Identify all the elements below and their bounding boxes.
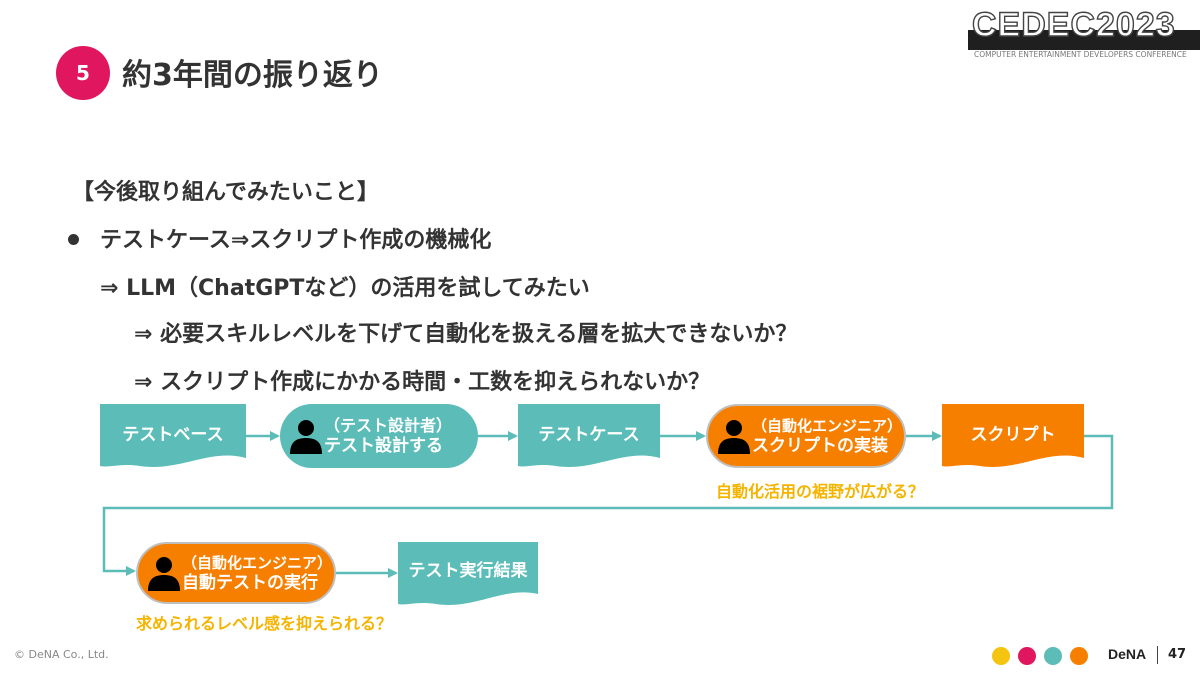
node-test-case: テストケース [518,420,660,445]
page-number: 47 [1168,647,1187,662]
engineer1-action: スクリプトの実装 [752,436,888,456]
node-engineer-implement: （自動化エンジニア） スクリプトの実装 [706,404,906,468]
person-icon [718,420,750,454]
person-icon [290,420,322,454]
designer-role: （テスト設計者） [324,416,453,435]
engineer2-action: 自動テストの実行 [182,573,318,593]
dena-logo: DeNA [1108,646,1147,662]
script-shape [942,404,1084,467]
node-script: スクリプト [942,420,1084,445]
sub-item-llm: ⇒ LLM（ChatGPTなど）の活用を試してみたい [100,276,590,301]
node-test-designer: （テスト設計者） テスト設計する [280,404,478,468]
dot-orange [1070,647,1088,665]
dot-yellow [992,647,1010,665]
note-automation-scope: 自動化活用の裾野が広がる？ [716,482,925,501]
footer-separator [1157,646,1158,664]
node-test-result-label: テスト実行結果 [408,561,528,581]
logo-bar [968,30,1200,50]
bullet-text: テストケース⇒スクリプト作成の機械化 [100,228,492,253]
logo-main-text: CEDEC2023 [971,5,1176,44]
sub-item-time: ⇒ スクリプト作成にかかる時間・工数を抑えられないか？ [134,370,711,395]
test-case-shape [518,404,660,467]
designer-action: テスト設計する [324,436,443,456]
engineer2-role: （自動化エンジニア） [182,554,333,572]
content-heading: 【今後取り組んでみたいこと】 [72,180,379,205]
node-test-base-label: テストベース [122,425,224,445]
logo-subtitle: COMPUTER ENTERTAINMENT DEVELOPERS CONFER… [974,50,1187,59]
sub-item-skill: ⇒ 必要スキルレベルを下げて自動化を扱える層を拡大できないか？ [134,322,798,347]
person-icon [148,557,180,591]
arrow-script-to-exec [102,434,1114,576]
node-test-base: テストベース [100,420,246,445]
copyright: © DeNA Co., Ltd. [14,648,109,661]
result-shape [398,542,538,605]
engineer1-role: （自動化エンジニア） [752,417,903,435]
node-test-result: テスト実行結果 [398,556,538,581]
note-required-level: 求められるレベル感を抑えられる？ [136,614,393,633]
cedec-logo: CEDEC2023 COMPUTER ENTERTAINMENT DEVELOP… [968,5,1200,59]
bullet-dot [68,234,79,245]
test-base-shape [100,404,246,467]
dot-teal [1044,647,1062,665]
node-test-case-label: テストケース [538,425,640,445]
page-title: 約3年間の振り返り [122,58,383,93]
node-script-label: スクリプト [970,425,1056,445]
dot-magenta [1018,647,1036,665]
section-number-badge: 5 [56,46,110,100]
node-engineer-execute: （自動化エンジニア） 自動テストの実行 [136,542,336,604]
